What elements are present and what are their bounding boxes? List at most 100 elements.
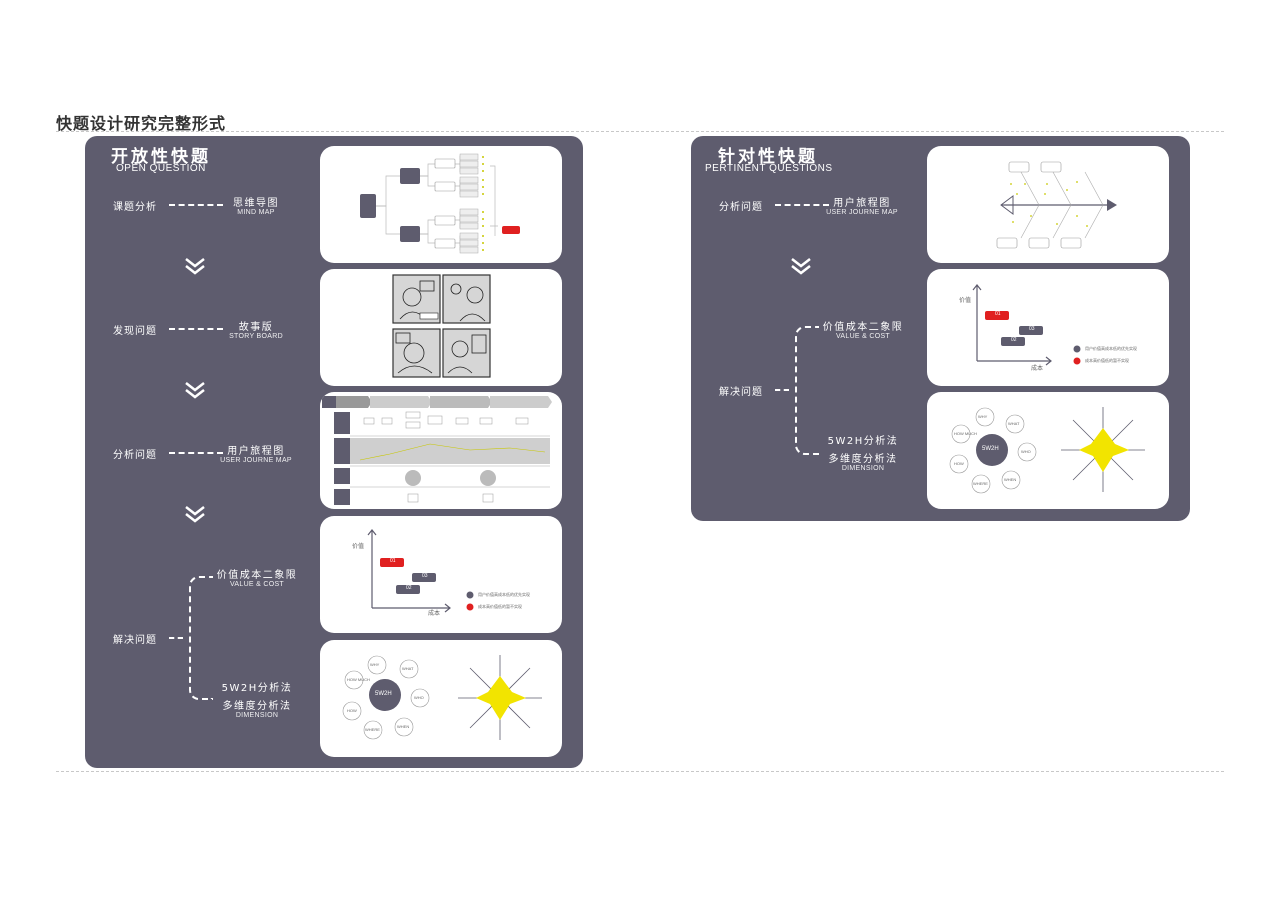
method-en: STORY BOARD: [229, 333, 283, 340]
method-en: DIMENSION: [841, 465, 885, 472]
fishbone-diagram: [996, 161, 1117, 249]
legend-item: 用户价值高成本低的优先实现: [478, 592, 530, 597]
bracket-connector: [189, 576, 213, 700]
value-cost-quadrant: [972, 284, 1081, 366]
method-en: USER JOURNE MAP: [220, 457, 292, 464]
method-label: 用户旅程图 USER JOURNE MAP: [218, 442, 294, 464]
method-label: 多维度分析法 DIMENSION: [213, 697, 301, 719]
step-label: 分析问题: [719, 202, 763, 213]
method-label: 价值成本二象限 VALUE & COST: [819, 318, 907, 340]
method-en: VALUE & COST: [835, 333, 891, 340]
panel-title: 开放性快题: [111, 147, 211, 167]
connector-line: [775, 204, 829, 206]
fishbone-card: [927, 146, 1169, 263]
story-board-card: [320, 269, 562, 386]
5w2h-diagram: [342, 655, 542, 740]
method-cn: 5W2H分析法: [827, 436, 899, 447]
bottom-divider: [56, 771, 1224, 772]
step-label: 课题分析: [113, 202, 157, 213]
panel-title: 针对性快题: [718, 147, 818, 167]
bracket-connector: [795, 326, 819, 455]
method-label: 用户旅程图 USER JOURNE MAP: [824, 194, 900, 216]
legend-item: 成本高价值低的暂不实现: [1085, 358, 1129, 363]
method-cn: 价值成本二象限: [216, 570, 298, 581]
user-journey-card: [320, 392, 562, 509]
5w2h-center: 5W2H: [982, 446, 999, 452]
5w2h-node: HOW: [954, 461, 964, 466]
chevron-down-icon: [185, 382, 205, 399]
mind-map-diagram: [360, 153, 520, 254]
value-cost-card: 价值 成本 01 03 02 用户价值高成本低的优先实现 成本高价值低的暂不实现: [320, 516, 562, 633]
5w2h-card: 5W2H WHY WHAT WHO WHEN WHERE HOW HOW MUC…: [320, 640, 562, 757]
value-cost-card: 价值 成本 01 03 02 用户价值高成本低的优先实现 成本高价值低的暂不实现: [927, 269, 1169, 386]
chevron-down-icon: [791, 258, 811, 275]
x-axis-label: 成本: [428, 611, 441, 617]
chevron-down-icon: [185, 506, 205, 523]
connector-line: [169, 452, 223, 454]
quadrant-item: 02: [1011, 337, 1017, 343]
pertinent-question-panel: 针对性快题 PERTINENT QUESTIONS 分析问题 用户旅程图 USE…: [691, 136, 1190, 521]
mind-map-card: [320, 146, 562, 263]
5w2h-node: WHO: [414, 695, 424, 700]
connector-line: [775, 389, 789, 391]
method-en: MIND MAP: [237, 209, 275, 216]
method-cn: 故事版: [238, 322, 274, 333]
5w2h-node: HOW MUCH: [347, 677, 370, 682]
method-en: USER JOURNE MAP: [826, 209, 898, 216]
panel-subtitle: PERTINENT QUESTIONS: [705, 163, 833, 174]
panel-subtitle: OPEN QUESTION: [116, 163, 206, 174]
method-label: 5W2H分析法: [819, 432, 907, 447]
step-label: 分析问题: [113, 450, 157, 461]
legend-item: 用户价值高成本低的优先实现: [1085, 346, 1137, 351]
method-cn: 多维度分析法: [828, 454, 898, 465]
5w2h-center: 5W2H: [375, 691, 392, 697]
value-cost-quadrant: [367, 529, 474, 613]
quadrant-item: 02: [406, 585, 412, 591]
method-label: 价值成本二象限 VALUE & COST: [213, 566, 301, 588]
step-label: 解决问题: [719, 387, 763, 398]
story-board-frames: [392, 274, 491, 378]
y-axis-label: 价值: [959, 298, 972, 304]
method-label: 思维导图 MIND MAP: [228, 194, 284, 216]
5w2h-node: WHEN: [1004, 477, 1017, 482]
method-cn: 多维度分析法: [222, 701, 292, 712]
method-en: DIMENSION: [235, 712, 279, 719]
step-label: 解决问题: [113, 635, 157, 646]
journey-map-diagram: [322, 396, 552, 505]
quadrant-item: 01: [390, 558, 396, 564]
5w2h-node: WHAT: [402, 666, 414, 671]
top-divider: [56, 131, 1224, 132]
5w2h-node: WHO: [1021, 449, 1031, 454]
5w2h-card: 5W2H WHY WHAT WHO WHEN WHERE HOW HOW MUC…: [927, 392, 1169, 509]
quadrant-item: 03: [1029, 326, 1035, 332]
legend-item: 成本高价值低的暂不实现: [478, 604, 522, 609]
method-label: 故事版 STORY BOARD: [228, 318, 284, 340]
5w2h-node: WHERE: [365, 727, 380, 732]
5w2h-node: WHY: [978, 414, 988, 419]
method-label: 多维度分析法 DIMENSION: [819, 450, 907, 472]
method-cn: 用户旅程图: [227, 446, 285, 457]
5w2h-node: WHERE: [973, 481, 988, 486]
5w2h-diagram: [949, 407, 1145, 494]
method-cn: 思维导图: [233, 198, 279, 209]
connector-line: [169, 637, 183, 639]
method-label: 5W2H分析法: [213, 679, 301, 694]
connector-line: [169, 204, 223, 206]
chevron-down-icon: [185, 258, 205, 275]
quadrant-item: 03: [422, 573, 428, 579]
5w2h-node: WHEN: [397, 724, 410, 729]
method-cn: 5W2H分析法: [221, 683, 293, 694]
5w2h-node: HOW MUCH: [954, 431, 977, 436]
method-cn: 用户旅程图: [833, 198, 891, 209]
quadrant-item: 01: [995, 311, 1001, 317]
5w2h-node: HOW: [347, 708, 357, 713]
connector-line: [169, 328, 223, 330]
page-title: 快题设计研究完整形式: [56, 114, 227, 133]
y-axis-label: 价值: [352, 544, 365, 550]
open-question-panel: 开放性快题 OPEN QUESTION 课题分析 思维导图 MIND MAP 发…: [85, 136, 583, 768]
5w2h-node: WHAT: [1008, 421, 1020, 426]
5w2h-node: WHY: [370, 662, 380, 667]
x-axis-label: 成本: [1031, 366, 1044, 372]
step-label: 发现问题: [113, 326, 157, 337]
method-en: VALUE & COST: [229, 581, 285, 588]
